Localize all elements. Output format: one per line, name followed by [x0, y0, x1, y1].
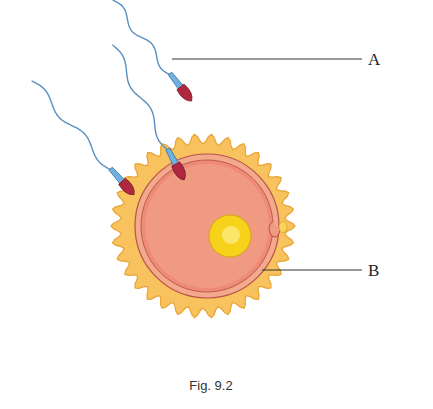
sperm — [28, 78, 138, 199]
sperm-head — [118, 178, 138, 198]
leader-line — [262, 270, 362, 271]
polar-body — [279, 222, 287, 233]
cytoplasm — [145, 164, 269, 288]
sperm — [109, 0, 196, 104]
sperm-tail — [109, 43, 172, 153]
sperm-tail — [110, 0, 175, 78]
polar-body-pocket — [269, 222, 280, 237]
part-label: B — [368, 262, 379, 279]
sperm-head — [176, 84, 195, 105]
sperms — [28, 0, 196, 198]
part-label: A — [368, 51, 380, 68]
sperm-tail — [29, 78, 115, 172]
zona-pellucida — [135, 154, 279, 298]
membrane — [141, 160, 273, 292]
nucleus — [209, 215, 251, 257]
ovum — [111, 134, 295, 317]
sperm-head — [171, 162, 189, 183]
sperm — [108, 42, 189, 182]
leader-line — [172, 59, 362, 60]
nucleolus — [222, 226, 240, 244]
figure-caption: Fig. 9.2 — [189, 379, 232, 392]
corona-radiata — [111, 134, 295, 317]
